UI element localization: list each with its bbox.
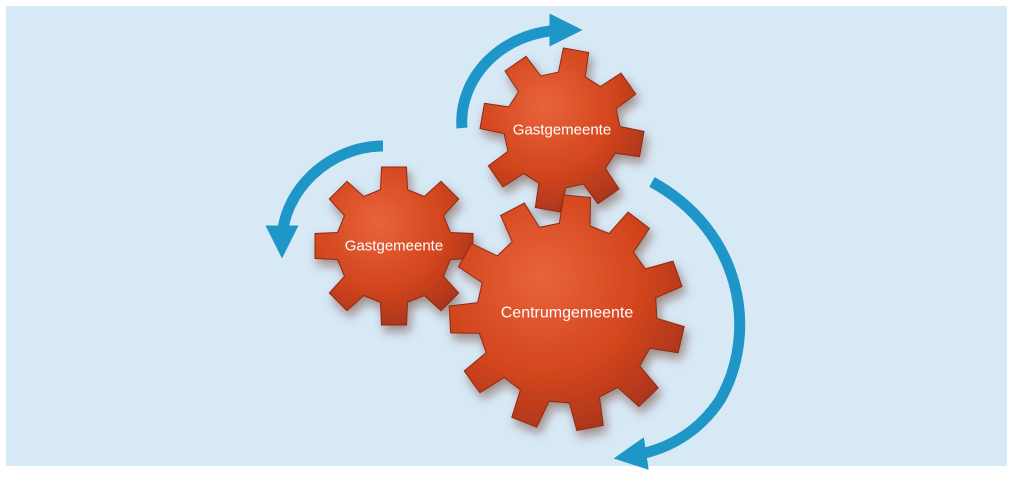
gear-left: Gastgemeente xyxy=(314,166,474,326)
gear-left-label: Gastgemeente xyxy=(345,238,443,255)
gear-center-label: Centrumgemeente xyxy=(501,305,634,322)
gear-center-shape xyxy=(448,194,685,432)
gear-center: Centrumgemeente xyxy=(448,194,685,432)
gear-top-shape xyxy=(479,47,645,213)
rotation-arrow-top xyxy=(456,13,583,129)
diagram-background xyxy=(6,6,1007,466)
gear-top-label: Gastgemeente xyxy=(513,122,611,139)
gear-top: Gastgemeente xyxy=(479,47,645,213)
rotation-arrow-right xyxy=(613,177,746,470)
arrows-layer xyxy=(265,13,746,470)
rotation-arrow-left xyxy=(265,140,384,259)
gear-left-shape xyxy=(314,166,474,326)
